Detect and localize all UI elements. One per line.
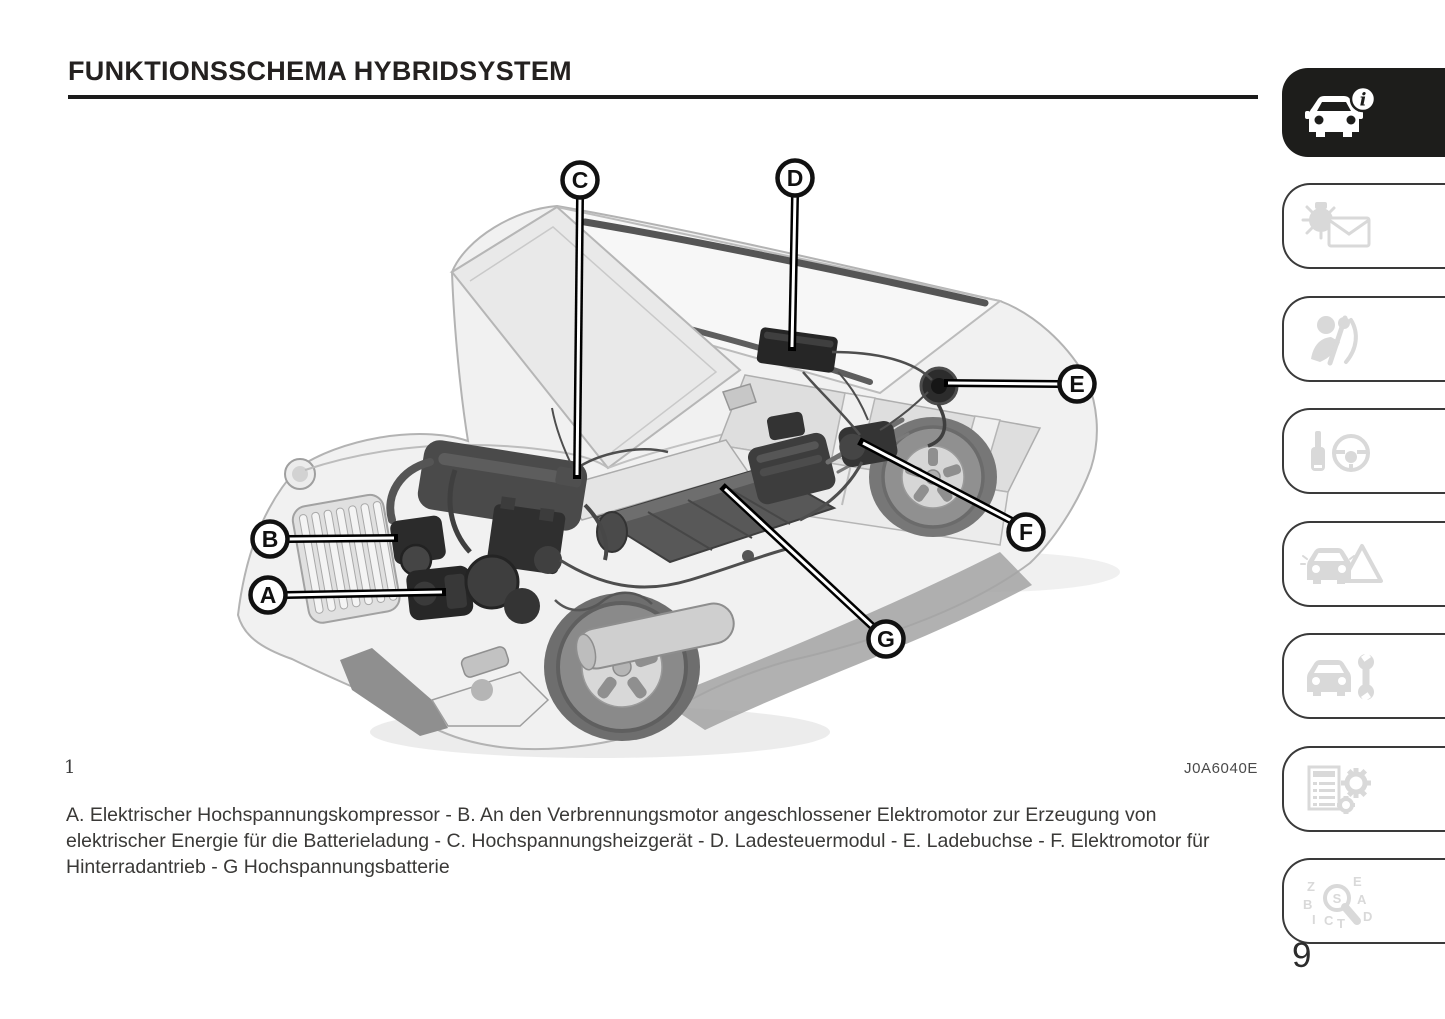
svg-text:i: i <box>1360 89 1367 110</box>
sidebar-tab-starting-driving[interactable] <box>1282 408 1445 494</box>
charging-flap-cable <box>927 403 947 448</box>
svg-text:S: S <box>1333 891 1342 906</box>
bumper-shadow <box>340 648 448 736</box>
svg-text:D: D <box>787 165 804 191</box>
airbag-occupant-icon <box>1311 315 1358 366</box>
crank-pulley <box>464 554 520 610</box>
underfloor-components <box>558 411 837 671</box>
callout-E: E <box>943 364 1097 404</box>
windshield <box>450 205 742 470</box>
svg-text:A: A <box>260 582 277 608</box>
title-underline <box>68 95 1258 99</box>
svg-text:E: E <box>1353 874 1362 889</box>
car-warning-triangle-icon <box>1300 544 1383 584</box>
svg-text:G: G <box>877 626 895 652</box>
svg-text:I: I <box>1312 912 1316 927</box>
sidebar-tab-emergency[interactable] <box>1282 521 1445 607</box>
figure-number: 1 <box>64 757 76 778</box>
car-wrench-icon <box>1307 652 1374 702</box>
front-grille <box>291 493 401 624</box>
car-info-icon: i <box>1305 85 1377 137</box>
exhaust-silencer <box>575 602 735 671</box>
battery-ribs <box>647 487 791 551</box>
intake-hose <box>386 458 434 524</box>
svg-text:Z: Z <box>1307 879 1315 894</box>
sidebar-tab-servicing[interactable] <box>1282 633 1445 719</box>
svg-text:C: C <box>1324 913 1334 928</box>
fog-light <box>471 679 493 701</box>
gear-wheel <box>504 588 540 624</box>
figure-caption: A. Elektrischer Hochspannungskompressor … <box>66 804 1210 879</box>
windshield-inner-line <box>469 226 718 453</box>
sidebar-tab-safety[interactable] <box>1282 296 1445 382</box>
key-steering-wheel-icon <box>1311 431 1370 472</box>
svg-text:T: T <box>1337 916 1345 929</box>
svg-text:C: C <box>572 167 589 193</box>
svg-text:F: F <box>1019 519 1033 545</box>
callout-A: A <box>248 575 447 615</box>
bumper-vent <box>460 646 510 678</box>
svg-text:A: A <box>1357 892 1367 907</box>
page-title: FUNKTIONSSCHEMA HYBRIDSYSTEM <box>68 56 572 86</box>
spec-sheet-gears-icon <box>1307 765 1371 814</box>
side-mirror <box>722 383 757 411</box>
hv-battery-top <box>598 468 776 526</box>
svg-text:B: B <box>1303 897 1312 912</box>
tank-module <box>766 411 806 441</box>
callout-F: F <box>857 437 1046 552</box>
sidebar-tab-technical-data[interactable] <box>1282 746 1445 832</box>
sidebar-tab-warning-lights[interactable] <box>1282 183 1445 269</box>
headlight-inner <box>292 466 308 482</box>
figure-code: J0A6040E <box>1183 760 1258 777</box>
callout-B: B <box>250 519 399 559</box>
charging-socket-inner <box>931 378 947 394</box>
engine-bay <box>386 440 609 624</box>
svg-text:D: D <box>1363 909 1372 924</box>
fuel-tank <box>747 432 836 505</box>
engine-hose <box>447 469 472 554</box>
sidebar-tab-vehicle-info[interactable]: i <box>1282 68 1445 157</box>
hv-wiring <box>551 350 933 612</box>
roof-rail-right <box>581 218 989 307</box>
rocker-panel <box>660 552 1032 730</box>
svg-text:B: B <box>262 526 279 552</box>
engine-cover <box>417 440 588 531</box>
warning-light-envelope-icon <box>1301 202 1371 248</box>
callout-G: G <box>719 483 906 659</box>
idler-pulley <box>534 546 562 574</box>
charge-control-module <box>756 327 838 373</box>
callouts: A B C D <box>248 158 1097 659</box>
engine-hose-2 <box>583 503 609 561</box>
svg-text:E: E <box>1069 371 1084 397</box>
page-number: 9 <box>1292 936 1312 975</box>
callout-C: C <box>560 160 600 480</box>
skid-plate <box>430 671 550 727</box>
callout-D: D <box>775 158 815 352</box>
